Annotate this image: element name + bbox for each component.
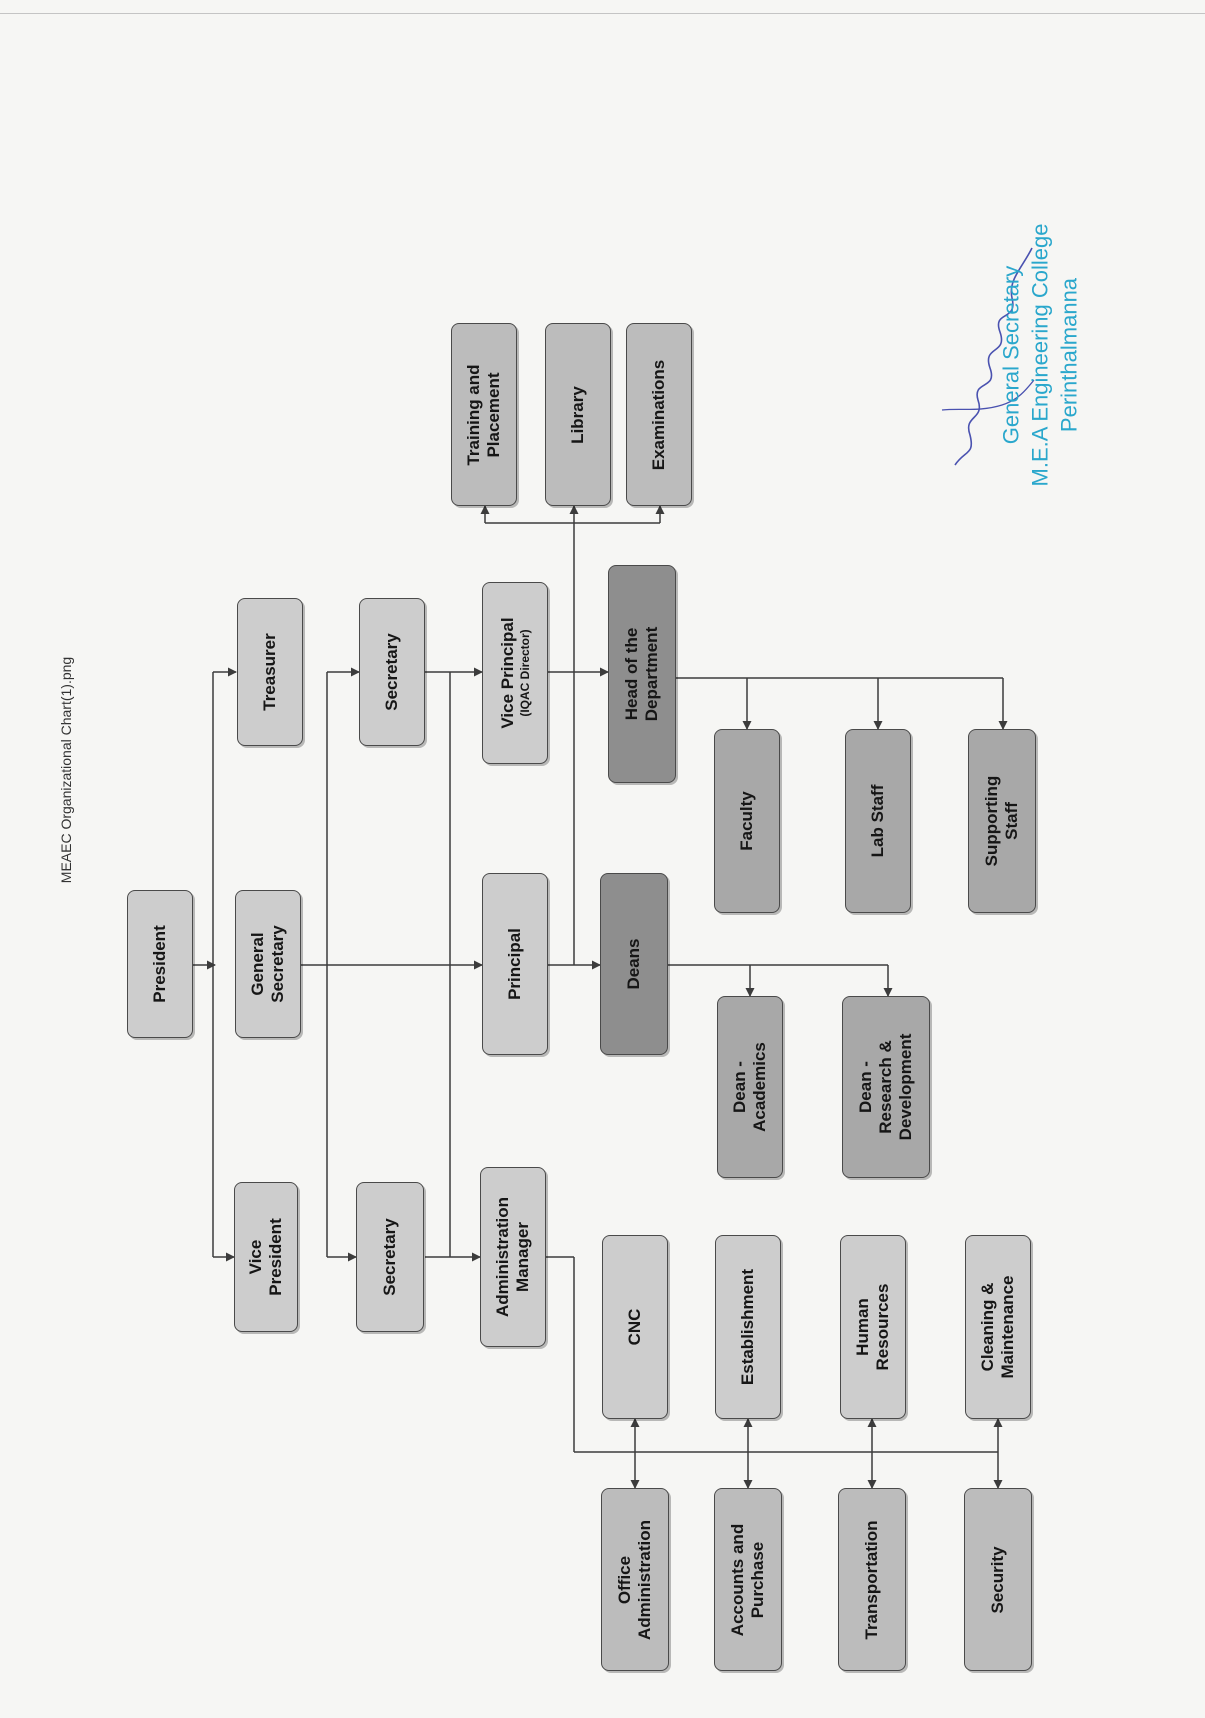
node-examinations-label: Examinations <box>649 359 668 470</box>
node-principal-label: Principal <box>505 928 524 1000</box>
node-president-label: President <box>150 925 169 1003</box>
node-faculty-label: Faculty <box>737 791 756 851</box>
node-deans-label: Deans <box>624 938 643 990</box>
signature-place: Perinthalmanna <box>1056 277 1082 433</box>
node-establishment: Establishment <box>715 1235 781 1419</box>
node-security-label: Security <box>988 1545 1007 1614</box>
node-secretary-left-label: Secretary <box>380 1218 399 1296</box>
node-lab-staff-label: Lab Staff <box>868 784 887 858</box>
signature-title: General Secretary <box>998 265 1024 445</box>
node-dean-academics: Dean -Academics <box>717 996 783 1178</box>
node-dean-research: Dean -Research &Development <box>842 996 930 1178</box>
node-secretary-right-label: Secretary <box>382 633 401 711</box>
node-cnc-label: CNC <box>625 1308 644 1346</box>
node-security: Security <box>964 1488 1032 1671</box>
node-transportation-label: Transportation <box>862 1519 881 1640</box>
node-principal: Principal <box>482 873 548 1055</box>
node-faculty: Faculty <box>714 729 780 913</box>
node-transportation: Transportation <box>838 1488 906 1671</box>
node-lab-staff: Lab Staff <box>845 729 911 913</box>
node-dean-academics-label: Dean -Academics <box>730 1042 769 1132</box>
node-treasurer: Treasurer <box>237 598 303 746</box>
node-president: President <box>127 890 193 1038</box>
signature-scribble <box>941 247 1035 466</box>
node-dean-research-label: Dean -Research &Development <box>856 1033 915 1141</box>
node-deans: Deans <box>600 873 668 1055</box>
signature-college: M.E.A Engineering College <box>1027 223 1053 487</box>
scan-border <box>0 0 1205 14</box>
node-establishment-label: Establishment <box>738 1268 757 1386</box>
node-vice-principal-label: Vice Principal(IQAC Director) <box>498 617 532 729</box>
node-secretary-left: Secretary <box>356 1182 424 1332</box>
node-library-label: Library <box>568 385 587 444</box>
node-cnc: CNC <box>602 1235 668 1419</box>
node-cleaning-maintenance: Cleaning &Maintenance <box>965 1235 1031 1419</box>
node-library: Library <box>545 323 611 506</box>
node-secretary-right: Secretary <box>359 598 425 746</box>
node-cleaning-maintenance-label: Cleaning &Maintenance <box>978 1275 1017 1379</box>
node-examinations: Examinations <box>626 323 692 506</box>
node-vice-principal: Vice Principal(IQAC Director) <box>482 582 548 764</box>
node-treasurer-label: Treasurer <box>260 633 279 711</box>
